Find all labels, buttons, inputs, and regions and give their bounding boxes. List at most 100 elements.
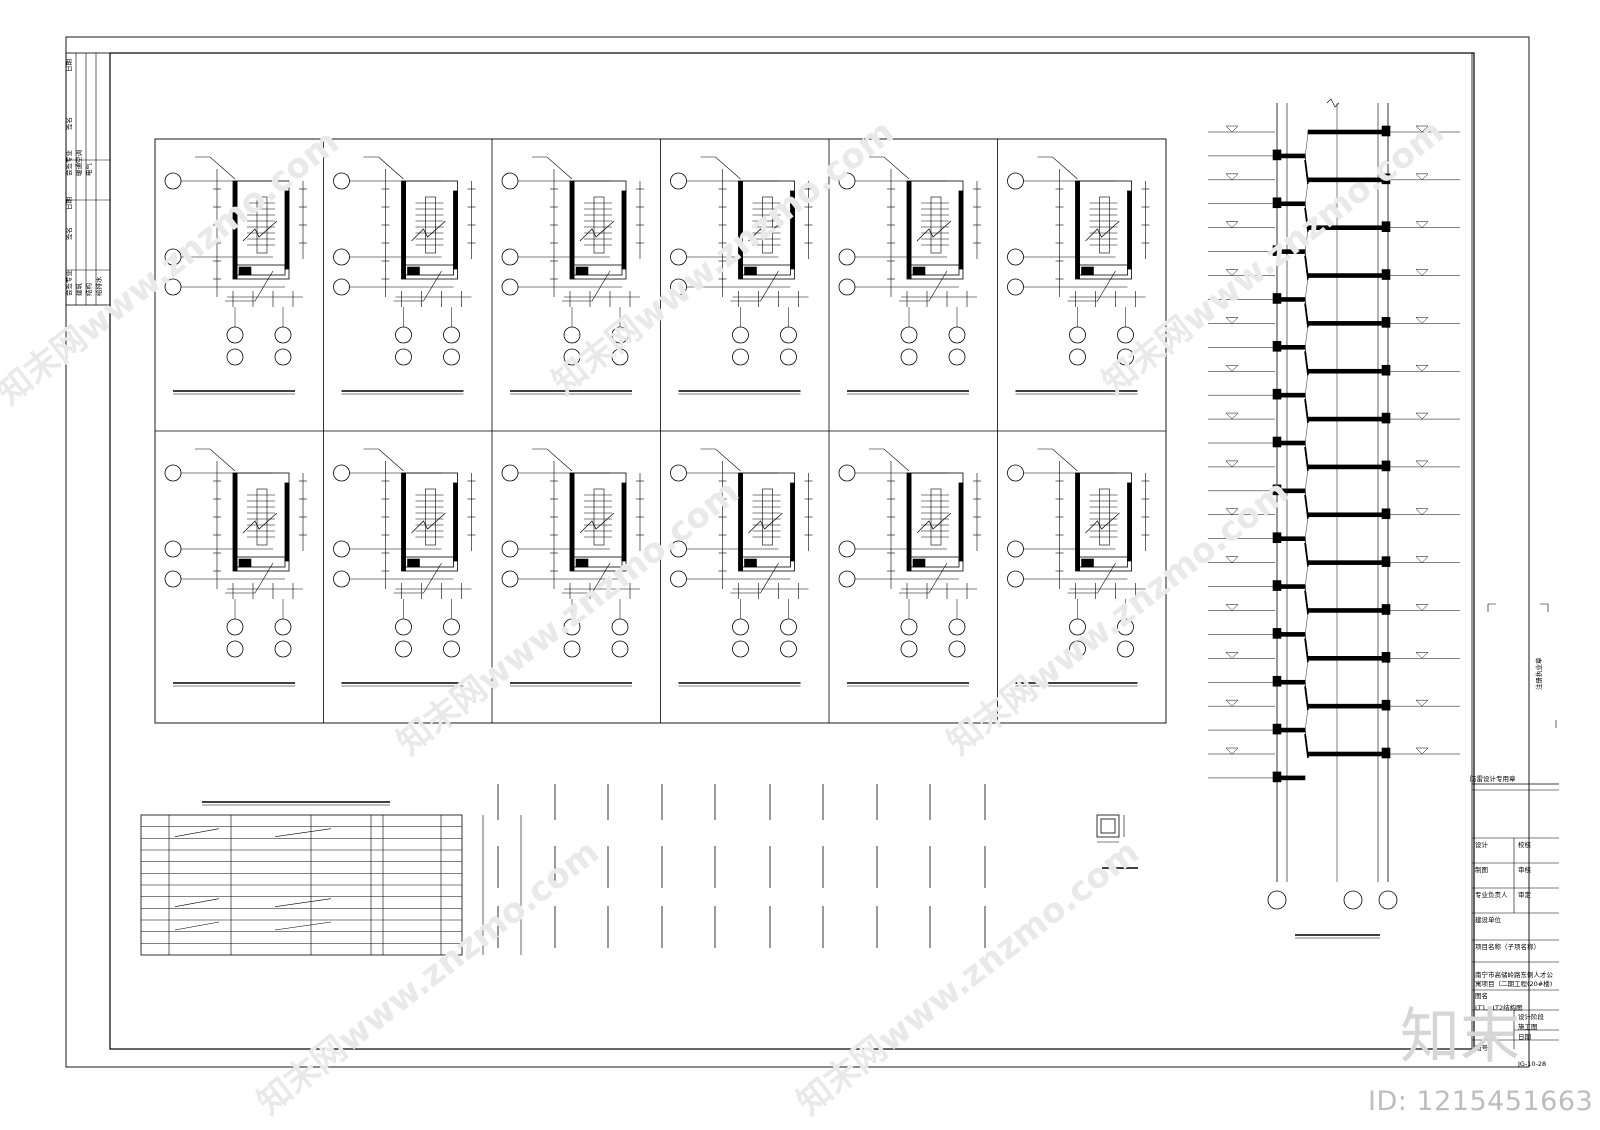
stair-flight-slab: [1304, 542, 1309, 567]
leader-line: [899, 562, 948, 594]
stair-handrail-gap: [425, 488, 436, 546]
stair-wall-thick: [1075, 180, 1080, 280]
level-marker: [1415, 269, 1429, 276]
stair-plan: [670, 448, 813, 687]
axis-bubble: [501, 278, 519, 296]
tb-approve-label: 审定: [1518, 891, 1531, 899]
stair-handrail-gap: [256, 488, 268, 546]
stair-section-elevation: [1208, 98, 1460, 939]
tb-review-label: 审核: [1518, 866, 1531, 874]
stair-flight-steps-upper: [1305, 227, 1309, 252]
axis-bubble: [1007, 248, 1024, 266]
tb-project-name: 南宁市高储岭路东侧人才公寓项目（二期工程(20#楼): [1475, 971, 1553, 988]
axis-bubble: [164, 172, 182, 190]
leader-line: [899, 270, 948, 302]
sign-strip-row-hvac: 暖通空调: [75, 150, 83, 176]
table-bar-sketch: [274, 921, 332, 931]
axis-bubble: [226, 618, 244, 636]
break-line: [1085, 220, 1120, 242]
axis-bubble: [838, 278, 856, 296]
axis-bubble: [443, 618, 460, 636]
axis-bubble: [563, 348, 581, 366]
landing-beam: [742, 264, 791, 276]
stair-handrail-gap: [762, 196, 773, 254]
tb-sheet-code: JG-10-28: [1518, 1060, 1547, 1068]
stair-flight-slab: [1304, 255, 1309, 280]
tb-stage-label: 设计阶段: [1518, 1013, 1544, 1021]
floor-slab: [1307, 703, 1389, 709]
axis-bubble: [1007, 278, 1024, 296]
axis-bubble: [1007, 570, 1024, 588]
column-section: [744, 558, 757, 568]
axis-bubble: [732, 640, 749, 658]
stair-plan-grid: [154, 138, 1167, 724]
stair-handrail-gap: [930, 196, 942, 254]
tb-drawing-name: LT1、LT2结构图: [1475, 1004, 1523, 1012]
floor-slab: [1307, 751, 1389, 757]
stair-flight-slab: [1304, 351, 1309, 376]
stair-flight-steps-upper: [1305, 658, 1309, 683]
stair-well: [1079, 472, 1132, 572]
stair-flight-steps-upper: [1305, 275, 1309, 300]
axis-bubble: [732, 618, 749, 636]
tb-check-label: 校核: [1518, 841, 1531, 849]
stair-well: [910, 472, 964, 572]
reinforcement-table: [140, 801, 522, 956]
axis-bubble: [333, 540, 350, 558]
stair-well: [236, 472, 290, 572]
beam-section: [1381, 125, 1391, 137]
leader-line: [869, 448, 910, 472]
axis-bubble: [1069, 640, 1086, 658]
stair-plan: [164, 156, 307, 395]
stair-flight-slab: [1304, 207, 1309, 232]
axis-bubble: [838, 248, 856, 266]
axis-bubble: [501, 464, 519, 482]
axis-bubble: [563, 326, 581, 344]
level-marker: [1225, 173, 1239, 181]
axis-bubble: [948, 618, 966, 636]
leader-line: [562, 270, 611, 302]
level-marker: [1415, 508, 1429, 516]
level-marker: [1415, 556, 1429, 563]
beam-section: [1272, 532, 1282, 543]
stair-flight-steps-upper: [1305, 179, 1309, 204]
floor-slab: [1307, 416, 1389, 422]
column-section: [238, 266, 252, 276]
level-marker: [1415, 747, 1429, 755]
axis-bubble: [226, 640, 244, 658]
stair-wall-thick: [738, 472, 743, 572]
column-section: [912, 558, 926, 568]
stair-flight-steps-upper: [1305, 514, 1309, 539]
beam-section: [1381, 699, 1391, 711]
level-marker: [1225, 508, 1239, 516]
landing-beam: [236, 556, 286, 568]
break-line: [748, 512, 783, 534]
axis-bubble: [1007, 172, 1024, 190]
stair-plan: [838, 156, 981, 395]
stamp-corner: [1540, 603, 1549, 612]
leader-line: [700, 156, 741, 180]
stair-wall-thick: [906, 472, 912, 572]
level-marker: [1415, 364, 1429, 372]
axis-bubble: [395, 618, 412, 636]
stair-handrail-gap: [930, 488, 942, 546]
leader-line: [1037, 156, 1078, 180]
stair-handrail-gap: [1099, 488, 1110, 546]
stair-well: [405, 472, 458, 572]
axis-bubble: [333, 248, 350, 266]
table-bar-sketch: [274, 828, 332, 837]
stair-flight-steps-upper: [1305, 371, 1309, 396]
axis-bubble: [838, 464, 856, 482]
tb-drawing-no-label: 图号: [1475, 1044, 1488, 1052]
level-marker: [1225, 699, 1239, 707]
level-marker: [1415, 412, 1429, 420]
sign-strip-group-title-1: 会签专业: [65, 150, 73, 176]
sign-strip-group-title-0: 会签专业: [65, 270, 73, 296]
leader-line: [730, 562, 779, 594]
stamp-corner: [1487, 603, 1496, 612]
axis-bubble: [780, 618, 797, 636]
axis-bubble: [611, 348, 629, 366]
leader-line: [363, 156, 404, 180]
beam-section: [1381, 508, 1391, 520]
beam-section: [1272, 484, 1282, 496]
